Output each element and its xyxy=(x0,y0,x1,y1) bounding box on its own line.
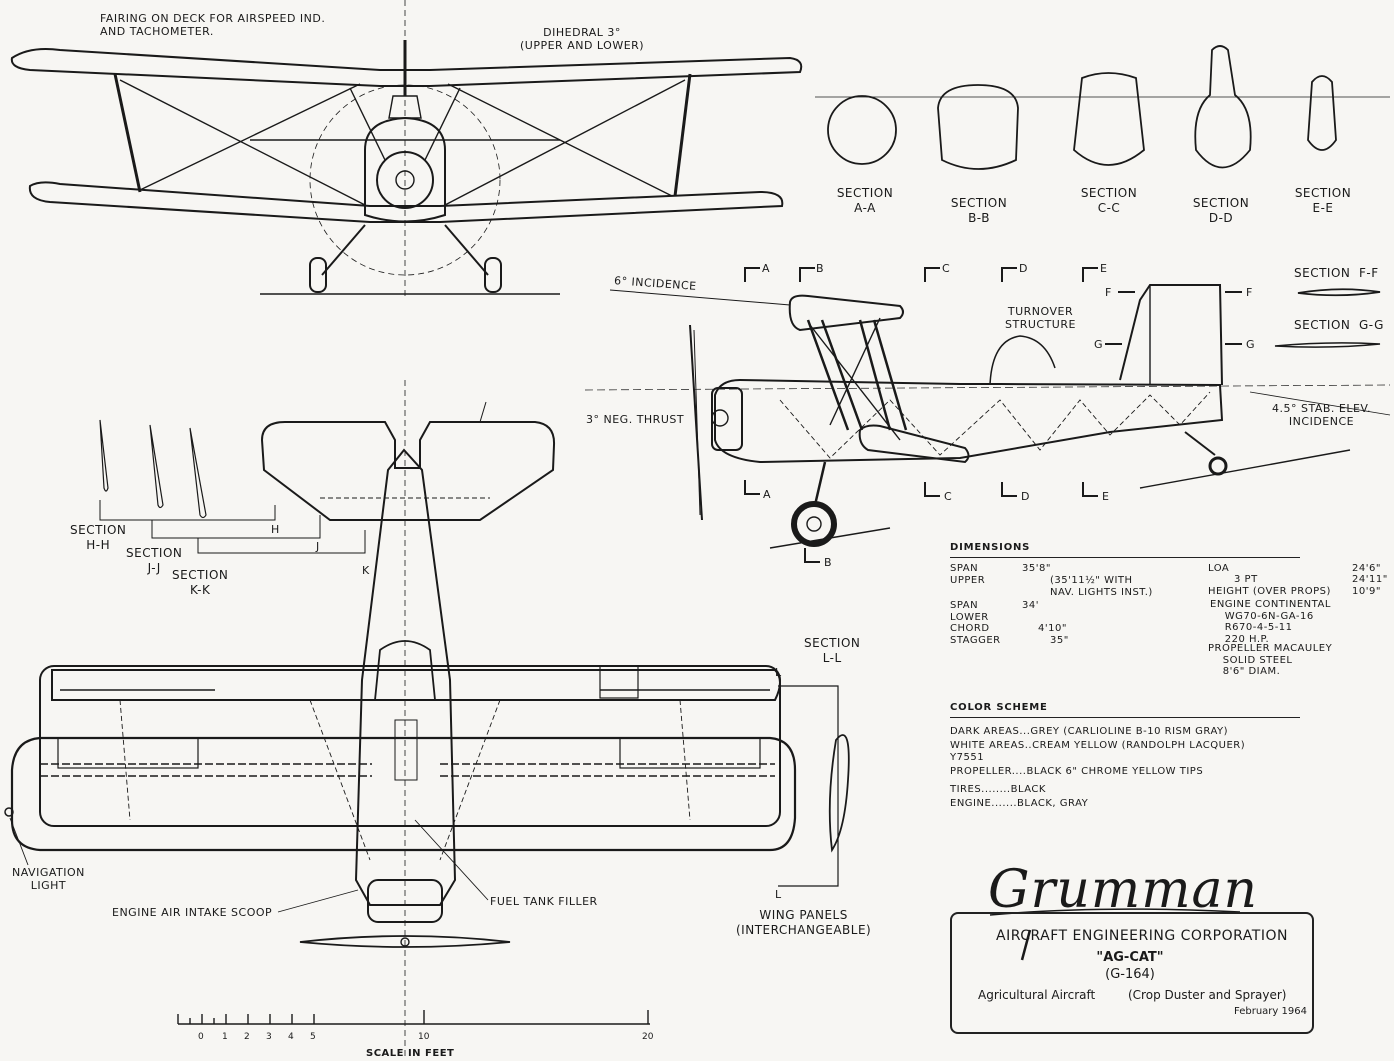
fairing-note: FAIRING ON DECK FOR AIRSPEED IND. AND TA… xyxy=(100,12,326,38)
color-row-white: WHITE AREAS..CREAM YELLOW (RANDOLPH LACQ… xyxy=(950,740,1310,764)
span-upper-value: 35'8" xyxy=(1022,563,1051,574)
height-label: HEIGHT (OVER PROPS) xyxy=(1208,586,1331,597)
pt-label: 3 PT xyxy=(1234,574,1258,585)
cut-mark-e-top: E xyxy=(1100,262,1108,275)
color-row-engine: ENGINE.......BLACK, GRAY xyxy=(950,798,1310,810)
color-row-value: BLACK xyxy=(1010,784,1046,795)
section-jj-label: SECTION J-J xyxy=(126,546,183,575)
fuel-filler-label: FUEL TANK FILLER xyxy=(490,895,598,908)
cut-mark-b-top: B xyxy=(816,262,825,275)
cut-mark-c-top: C xyxy=(942,262,951,275)
cut-mark-b-bot: B xyxy=(824,556,833,569)
scale-tick-4: 4 xyxy=(288,1032,294,1042)
mark-k: K xyxy=(362,564,370,577)
cut-mark-g-right: G xyxy=(1246,338,1256,351)
stagger-value: 35" xyxy=(1050,635,1069,646)
section-hh-label: SECTION H-H xyxy=(70,523,127,552)
front-view xyxy=(10,0,803,300)
color-row-key: DARK AREAS... xyxy=(950,726,1031,737)
color-scheme-block: COLOR SCHEME DARK AREAS...GREY (CARLIOLI… xyxy=(950,702,1310,812)
loa-value: 24'6" xyxy=(1352,563,1381,574)
chord-value: 4'10" xyxy=(1038,623,1067,634)
stab-elev-label: 4.5° STAB. ELEV. INCIDENCE xyxy=(1272,402,1372,428)
color-row-value: CREAM YELLOW (RANDOLPH LACQUER) Y7551 xyxy=(950,740,1246,763)
section-e-label: SECTION E-E xyxy=(1294,186,1352,215)
span-lower-value: 34' xyxy=(1022,600,1039,611)
section-c-label: SECTION C-C xyxy=(1080,186,1138,215)
scale-tick-5: 5 xyxy=(310,1032,316,1042)
scale-tick-3: 3 xyxy=(266,1032,272,1042)
grumman-logo: Grumman xyxy=(988,860,1258,920)
mark-j: J xyxy=(316,540,320,553)
color-row-key: TIRES........ xyxy=(950,784,1011,795)
engine-spec: ENGINE CONTINENTAL WG70-6N-GA-16 R670-4-… xyxy=(1210,599,1331,645)
section-a-label: SECTION A-A xyxy=(836,186,894,215)
scale-tick-1: 1 xyxy=(222,1032,228,1042)
color-row-key: ENGINE....... xyxy=(950,798,1018,809)
intake-label: ENGINE AIR INTAKE SCOOP xyxy=(112,906,273,919)
scale-label: SCALE IN FEET xyxy=(366,1048,455,1059)
color-row-value: GREY (CARLIOLINE B-10 RISM GRAY) xyxy=(1030,726,1229,737)
cut-mark-d-bot: D xyxy=(1021,490,1030,503)
mark-h: H xyxy=(271,523,280,536)
span-lower-label: SPAN LOWER xyxy=(950,600,989,623)
cut-mark-a-top: A xyxy=(762,262,771,275)
corp-name: AIRCRAFT ENGINEERING CORPORATION xyxy=(996,928,1288,944)
section-views xyxy=(815,45,1390,170)
dimensions-block: DIMENSIONS SPAN UPPER 35'8" (35'11½" WIT… xyxy=(950,542,1390,677)
side-view xyxy=(584,267,1391,563)
color-row-propeller: PROPELLER....BLACK 6" CHROME YELLOW TIPS xyxy=(950,766,1310,778)
title-block xyxy=(950,912,1314,1034)
mark-l-top: L xyxy=(775,666,782,679)
color-row-key: WHITE AREAS.. xyxy=(950,740,1033,751)
span-upper-note: (35'11½" WITH NAV. LIGHTS INST.) xyxy=(1050,575,1153,598)
section-kk-label: SECTION K-K xyxy=(172,568,229,597)
cut-mark-f-left: F xyxy=(1105,286,1112,299)
aircraft-type: Agricultural Aircraft xyxy=(978,988,1096,1002)
dimensions-heading: DIMENSIONS xyxy=(950,542,1300,558)
nav-light-label: NAVIGATION LIGHT xyxy=(12,866,85,892)
color-row-value: BLACK 6" CHROME YELLOW TIPS xyxy=(1026,766,1204,777)
loa-label: LOA xyxy=(1208,563,1230,574)
cut-mark-g-left: G xyxy=(1094,338,1104,351)
cut-mark-d-top: D xyxy=(1019,262,1028,275)
plan-view xyxy=(4,380,850,1060)
turnover-label: TURNOVER STRUCTURE xyxy=(1005,305,1076,331)
neg-thrust-label: 3° NEG. THRUST xyxy=(586,413,685,426)
model-number: (G-164) xyxy=(1105,967,1155,982)
color-row-key: PROPELLER.... xyxy=(950,766,1027,777)
cut-mark-a-bot: A xyxy=(763,488,772,501)
color-row-tires: TIRES........BLACK xyxy=(950,784,1310,796)
drawing-date: February 1964 xyxy=(1234,1006,1307,1017)
cut-mark-f-right: F xyxy=(1246,286,1253,299)
dihedral-note: DIHEDRAL 3° (UPPER AND LOWER) xyxy=(520,26,645,52)
wing-panels-label: WING PANELS (INTERCHANGEABLE) xyxy=(736,908,872,937)
section-ff-label: SECTION F-F xyxy=(1294,266,1379,280)
section-b-label: SECTION B-B xyxy=(950,196,1008,225)
color-row-value: BLACK, GRAY xyxy=(1017,798,1089,809)
span-upper-label: SPAN UPPER xyxy=(950,563,986,586)
propeller-spec: PROPELLER MACAULEY SOLID STEEL 8'6" DIAM… xyxy=(1208,643,1333,677)
color-scheme-heading: COLOR SCHEME xyxy=(950,702,1300,718)
aircraft-role: (Crop Duster and Sprayer) xyxy=(1128,988,1287,1002)
pt-value: 24'11" xyxy=(1352,574,1388,585)
mark-l-bot: L xyxy=(775,888,782,901)
color-row-dark: DARK AREAS...GREY (CARLIOLINE B-10 RISM … xyxy=(950,726,1310,738)
section-gg-label: SECTION G-G xyxy=(1294,318,1384,332)
scale-tick-10: 10 xyxy=(418,1032,430,1042)
stagger-label: STAGGER xyxy=(950,635,1001,646)
model-name: "AG-CAT" xyxy=(1096,950,1164,965)
section-ll-label: SECTION L-L xyxy=(804,636,861,665)
height-value: 10'9" xyxy=(1352,586,1381,597)
scale-tick-2: 2 xyxy=(244,1032,250,1042)
scale-tick-20: 20 xyxy=(642,1032,654,1042)
cut-mark-e-bot: E xyxy=(1102,490,1110,503)
scale-tick-0: 0 xyxy=(198,1032,204,1042)
cut-mark-c-bot: C xyxy=(944,490,953,503)
section-d-label: SECTION D-D xyxy=(1192,196,1250,225)
chord-label: CHORD xyxy=(950,623,990,634)
scale-bar xyxy=(177,1010,650,1025)
